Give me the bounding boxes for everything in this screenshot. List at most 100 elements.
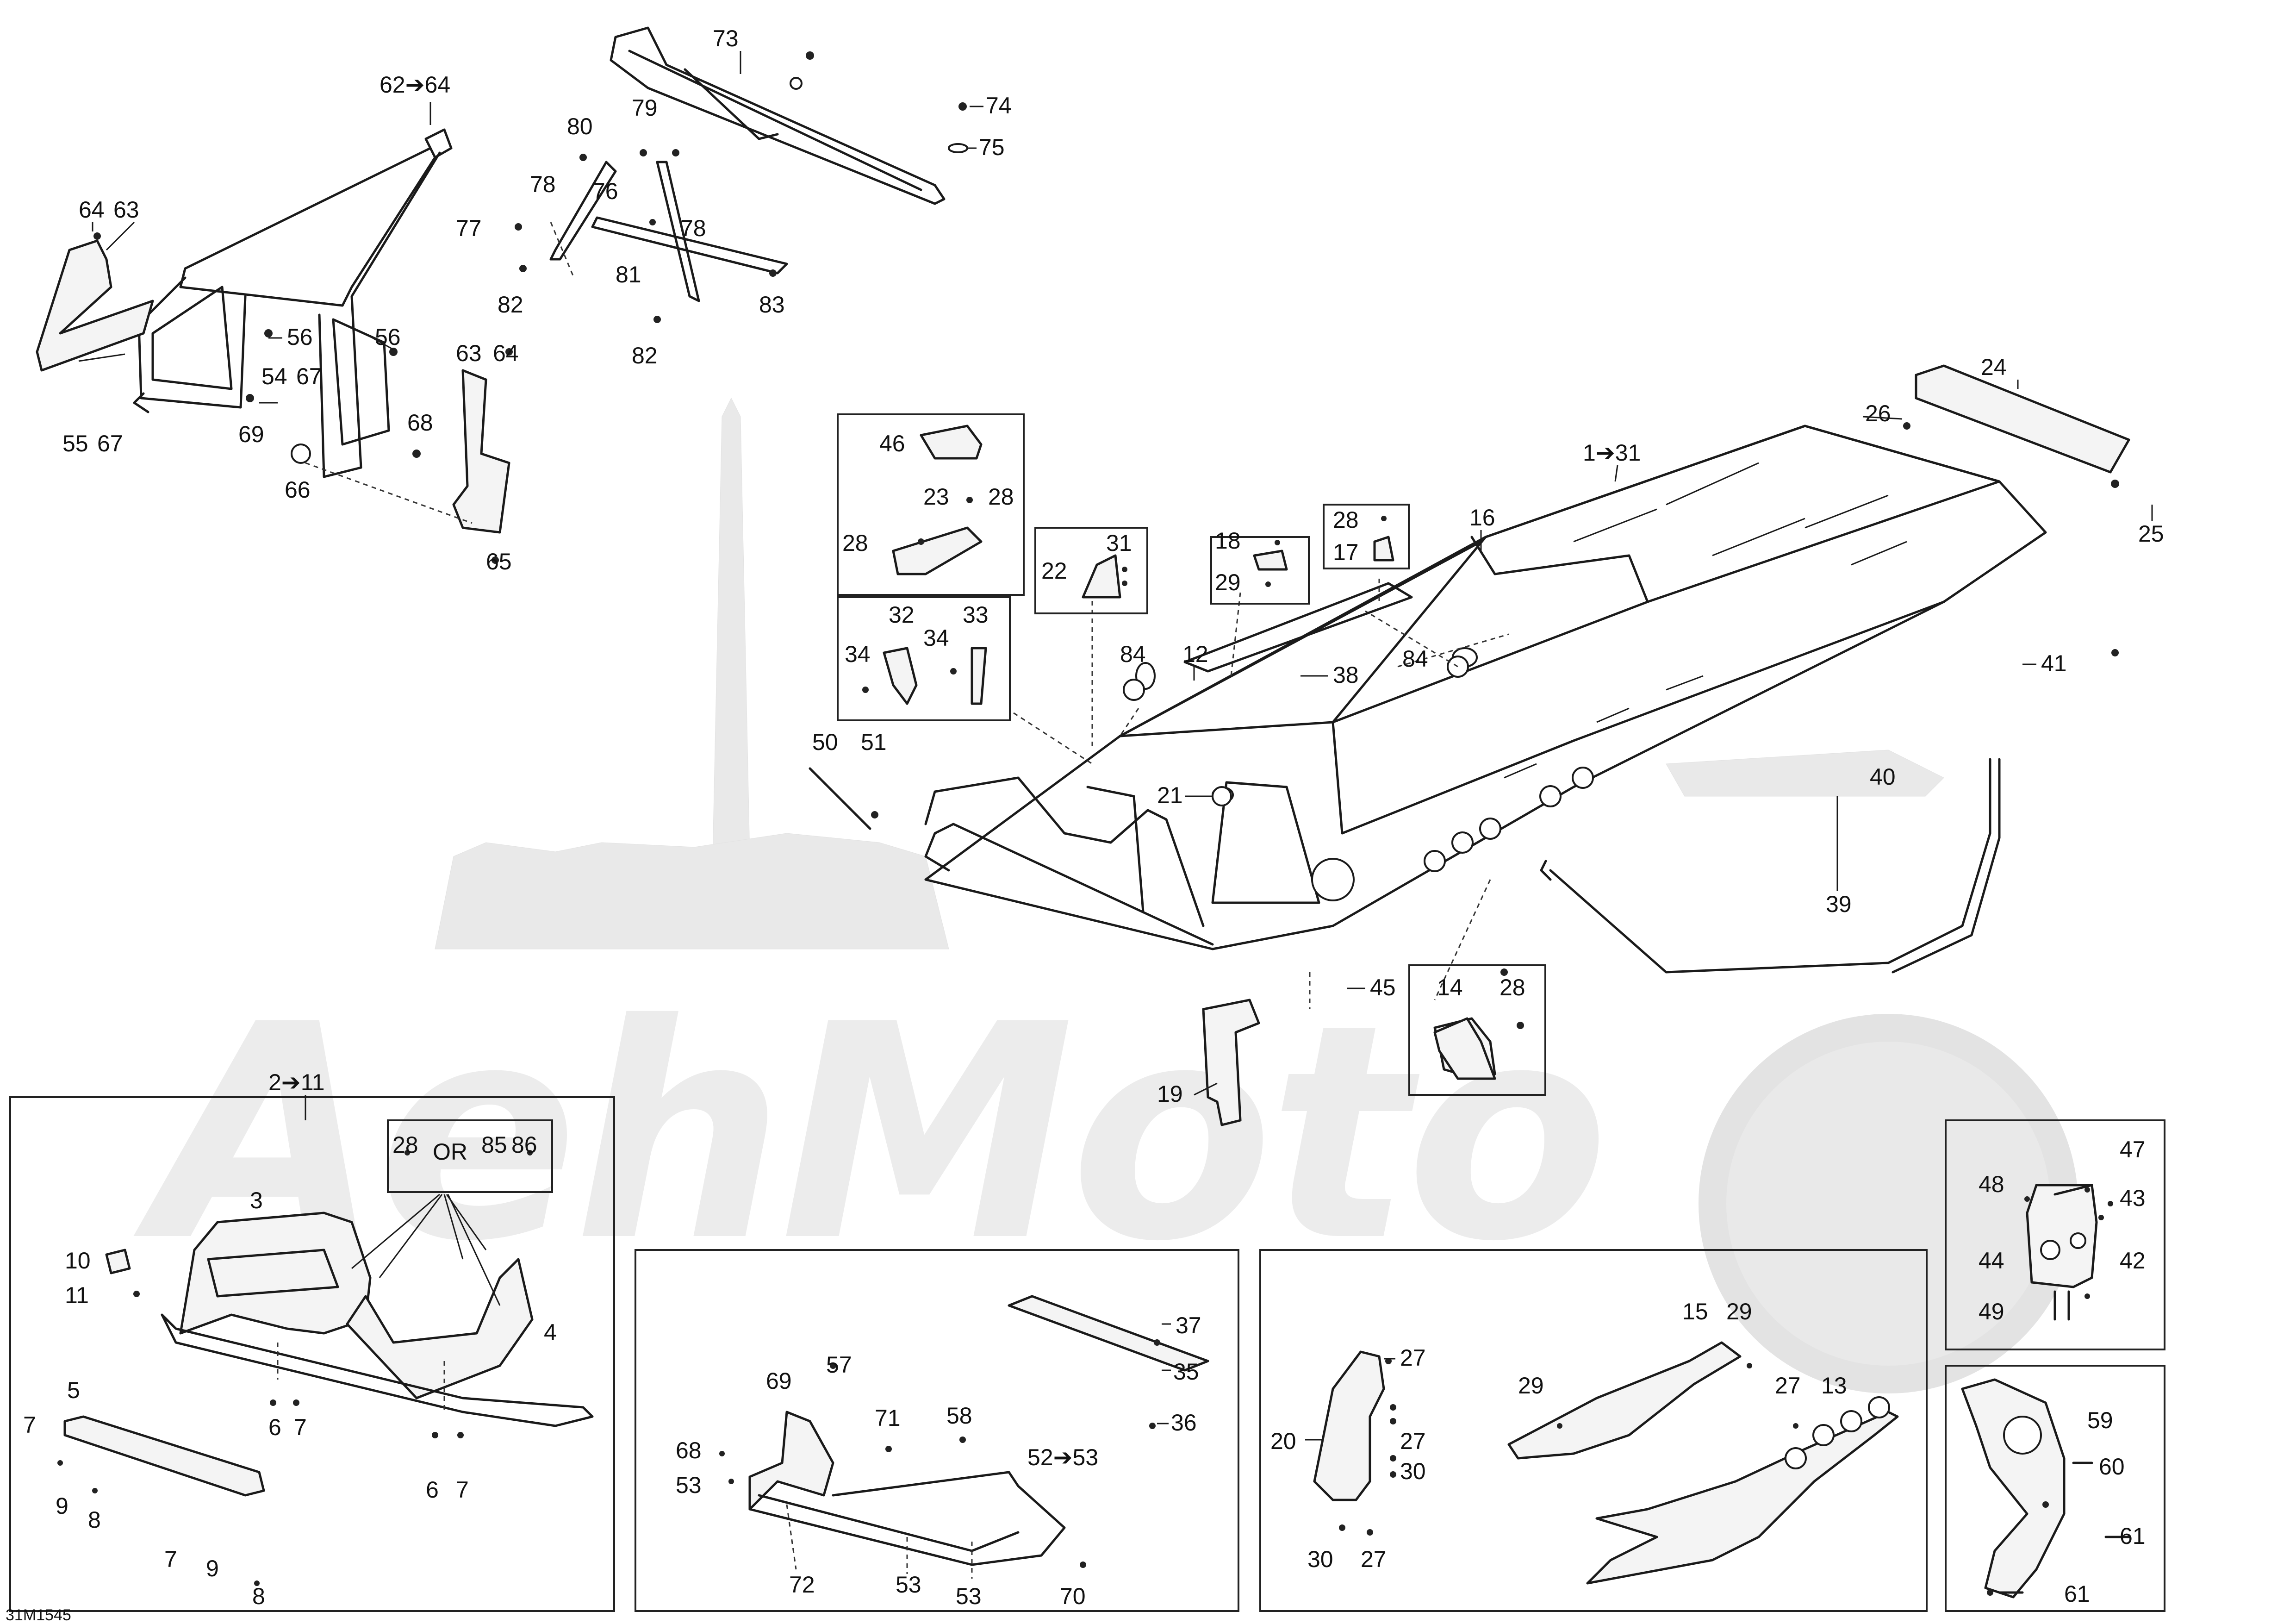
callout-label: 34 (923, 625, 949, 651)
callout-label: 1➔31 (1583, 440, 1641, 466)
callout-label: 18 (1215, 528, 1241, 554)
callout-label: 7 (456, 1477, 469, 1503)
callout-label: 62➔64 (380, 72, 450, 98)
callout-label: 4 (544, 1319, 557, 1345)
callout-label: 29 (1215, 569, 1241, 595)
callout-label: 15 (1682, 1299, 1708, 1324)
inset-bracket-46 (837, 413, 1025, 596)
callout-label: 19 (1157, 1081, 1183, 1107)
inset-bracket-18 (1210, 536, 1310, 605)
panel-footrest-52-53 (635, 1249, 1239, 1612)
callout-label: 13 (1821, 1373, 1847, 1399)
callout-label: 71 (875, 1405, 901, 1431)
callout-label: 78 (530, 171, 556, 197)
tie-rod-assembly (515, 149, 788, 323)
callout-label: 72 (789, 1572, 815, 1598)
callout-label: 81 (616, 262, 641, 287)
callout-label: 53 (896, 1572, 921, 1598)
callout-labels: 62➔64 64 63 56 56 54 67 63 64 55 67 69 6… (6, 25, 2164, 1624)
callout-label: 61 (2120, 1523, 2146, 1549)
callout-label: 17 (1333, 539, 1359, 565)
callout-label: 49 (1979, 1299, 2004, 1324)
callout-label: 28 (1500, 974, 1525, 1000)
callout-label: 27 (1361, 1546, 1387, 1572)
callout-label: 28 (392, 1132, 418, 1158)
inset-bracket-32-33 (837, 596, 1011, 721)
callout-label: 14 (1437, 974, 1463, 1000)
callout-label: 42 (2120, 1248, 2146, 1274)
diagram-code: 31M1545 (6, 1606, 71, 1624)
callout-label: 82 (498, 292, 523, 318)
inset-bracket-17 (1323, 504, 1410, 569)
callout-label: 63 (113, 197, 139, 223)
steering-column-assembly (610, 26, 968, 205)
callout-label: 84 (1120, 641, 1146, 667)
callout-label: 11 (65, 1282, 89, 1308)
callout-label: 55 (62, 431, 88, 456)
callout-label: 46 (879, 431, 905, 456)
callout-label: 9 (56, 1493, 68, 1519)
callout-label: 84 (1402, 646, 1428, 672)
callout-label: 60 (2099, 1454, 2125, 1480)
inset-bracket-14 (1408, 964, 1546, 1096)
callout-label: 34 (845, 641, 871, 667)
callout-label: 52➔53 (1027, 1444, 1098, 1470)
callout-label: 74 (986, 93, 1012, 119)
callout-label: 6 (426, 1477, 439, 1503)
or-label: OR (433, 1139, 467, 1165)
callout-label: 27 (1400, 1428, 1426, 1454)
callout-label: 73 (713, 25, 739, 51)
callout-label: 44 (1979, 1248, 2004, 1274)
callout-label: 65 (486, 549, 512, 575)
callout-label: 64 (79, 197, 105, 223)
panel-rear-bracket-59-61 (1945, 1365, 2165, 1612)
inset-bracket-22 (1034, 527, 1148, 614)
callout-label: 28 (1333, 507, 1359, 533)
callout-label: 82 (632, 343, 658, 369)
callout-label: 24 (1981, 354, 2007, 380)
callout-label: 33 (963, 602, 989, 628)
callout-label: 12 (1182, 641, 1208, 667)
watermark: AehMoto (130, 397, 2078, 1393)
callout-label: 28 (842, 530, 868, 556)
callout-label: 79 (632, 95, 658, 121)
callout-label: 57 (826, 1352, 852, 1378)
callout-label: 5 (67, 1377, 80, 1403)
callout-label: 67 (97, 431, 123, 456)
callout-label: 69 (766, 1368, 792, 1394)
callout-label: 77 (456, 215, 482, 241)
callout-label: 48 (1979, 1171, 2004, 1197)
callout-label: 21 (1157, 782, 1183, 808)
callout-label: 8 (88, 1507, 101, 1533)
callout-label: 76 (592, 178, 618, 204)
callout-label: 2➔11 (268, 1069, 325, 1095)
steering-support-assembly (36, 128, 513, 564)
panel-running-board-brackets (1259, 1249, 1928, 1612)
callout-label: 16 (1469, 505, 1495, 531)
callout-label: 75 (979, 134, 1005, 160)
callout-label: 53 (676, 1472, 702, 1498)
callout-label: 80 (567, 113, 593, 139)
callout-label: 50 (812, 729, 838, 755)
leader-lines (92, 51, 2153, 1441)
callout-label: 37 (1176, 1312, 1201, 1338)
callout-label: 69 (238, 421, 264, 447)
callout-label: 45 (1370, 974, 1396, 1000)
callout-label: 58 (946, 1403, 972, 1429)
callout-label: 8 (252, 1583, 265, 1609)
callout-label: 47 (2120, 1137, 2146, 1162)
callout-label: 86 (511, 1132, 537, 1158)
callout-label: 54 (261, 363, 287, 389)
callout-label: 83 (759, 292, 785, 318)
callout-label: 7 (164, 1546, 177, 1572)
callout-label: 27 (1775, 1373, 1801, 1399)
callout-label: 26 (1865, 400, 1891, 426)
callout-label: 64 (493, 340, 519, 366)
callout-label: 40 (1870, 764, 1896, 790)
callout-label: 41 (2041, 650, 2067, 676)
callout-label: 22 (1041, 558, 1067, 584)
callout-label: 36 (1171, 1410, 1197, 1436)
callout-label: 29 (1518, 1373, 1544, 1399)
callout-label: 53 (956, 1583, 982, 1609)
panel-front-frame (9, 1096, 615, 1612)
